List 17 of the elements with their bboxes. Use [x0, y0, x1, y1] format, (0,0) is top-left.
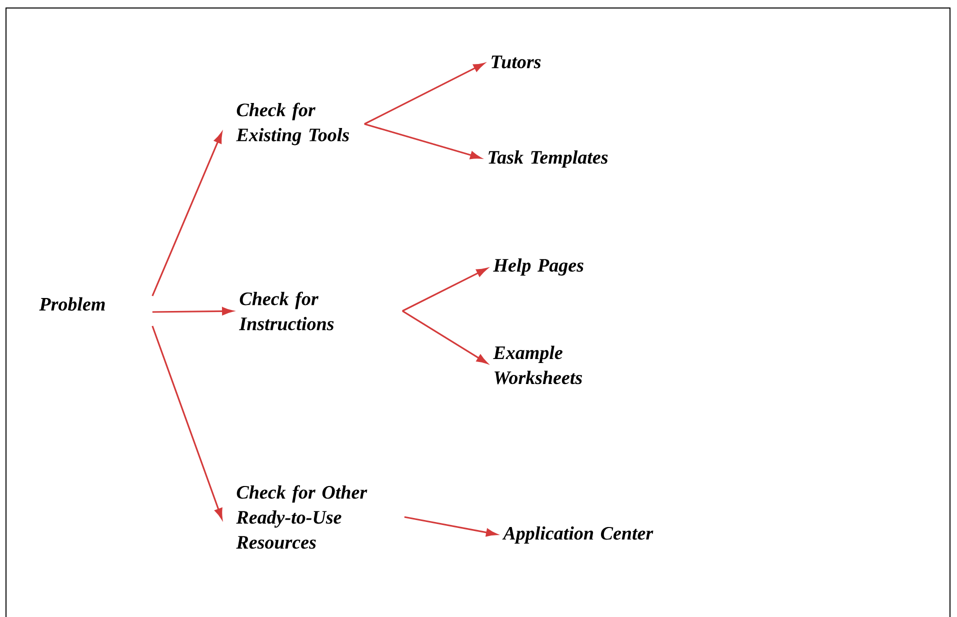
- arrow: [402, 310, 488, 364]
- node-label: Example Worksheets: [493, 346, 582, 384]
- node-label: Tutors: [492, 56, 541, 68]
- node-label: Task Templates: [488, 150, 608, 168]
- arrow: [152, 307, 233, 316]
- node-label: Check for Instructions: [239, 292, 334, 330]
- node-label: Application Center: [502, 526, 654, 544]
- arrow: [364, 123, 482, 160]
- node-label: Check for Existing Tools: [236, 102, 349, 146]
- arrow: [402, 268, 488, 312]
- arrow: [404, 516, 498, 536]
- arrow: [364, 62, 484, 125]
- arrow: [152, 132, 222, 296]
- arrow: [152, 326, 223, 520]
- node-label: Help Pages: [493, 258, 584, 276]
- node-label: Check for Other Ready-to-Use Resources: [236, 485, 368, 549]
- node-label: Problem: [39, 297, 105, 311]
